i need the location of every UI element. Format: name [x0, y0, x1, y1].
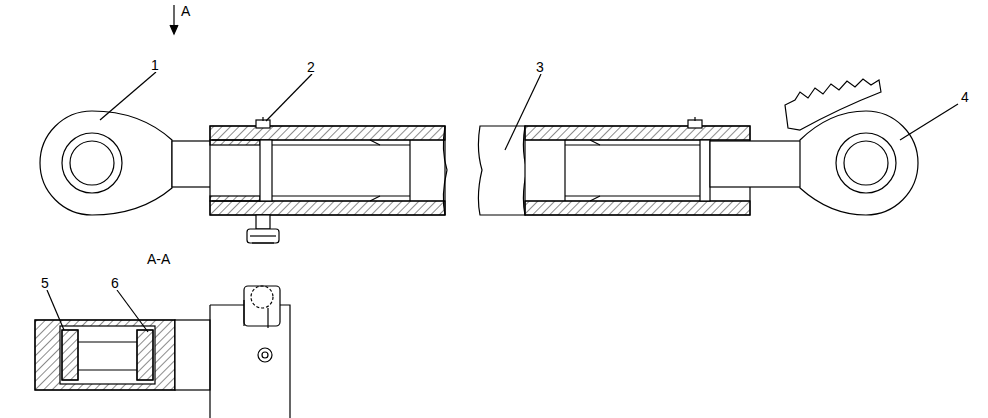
- section-label: A-A: [146, 252, 171, 266]
- rod: [172, 141, 212, 187]
- rod: [710, 141, 802, 187]
- piston: [700, 140, 710, 201]
- coupling: [478, 126, 527, 215]
- seal-ring: [137, 330, 153, 380]
- valve: [256, 120, 270, 128]
- callout-number: 3: [535, 60, 545, 74]
- leader-line: [117, 290, 148, 332]
- bushing: [60, 326, 155, 384]
- eye-section: [35, 320, 175, 390]
- leader-line: [900, 104, 958, 140]
- valve: [688, 120, 702, 128]
- callout-number: 2: [306, 60, 316, 74]
- cylinder-body: [210, 126, 445, 215]
- rod-eye: [40, 111, 172, 215]
- callout-number: 1: [150, 58, 160, 72]
- leader-line: [505, 74, 541, 150]
- eye-bore-inner: [70, 141, 114, 185]
- fitting: [256, 215, 270, 229]
- callout-number: 6: [110, 276, 120, 290]
- piston: [260, 140, 272, 201]
- leader-line: [47, 290, 64, 330]
- wall-hatch: [210, 126, 445, 140]
- lock-plate: [785, 79, 881, 130]
- rod-eye: [800, 111, 918, 215]
- leader-line: [266, 74, 312, 121]
- bolt-head: [258, 348, 272, 362]
- rod: [175, 320, 210, 390]
- break-line: [443, 126, 447, 215]
- wall-hatch: [210, 201, 445, 215]
- leader-line: [100, 72, 156, 120]
- eye-bore: [62, 133, 122, 193]
- seal-ring: [62, 330, 78, 380]
- arrow-head: [170, 25, 178, 34]
- view-label: A: [180, 4, 191, 18]
- callout-number: 4: [960, 90, 970, 104]
- callout-number: 5: [40, 276, 50, 290]
